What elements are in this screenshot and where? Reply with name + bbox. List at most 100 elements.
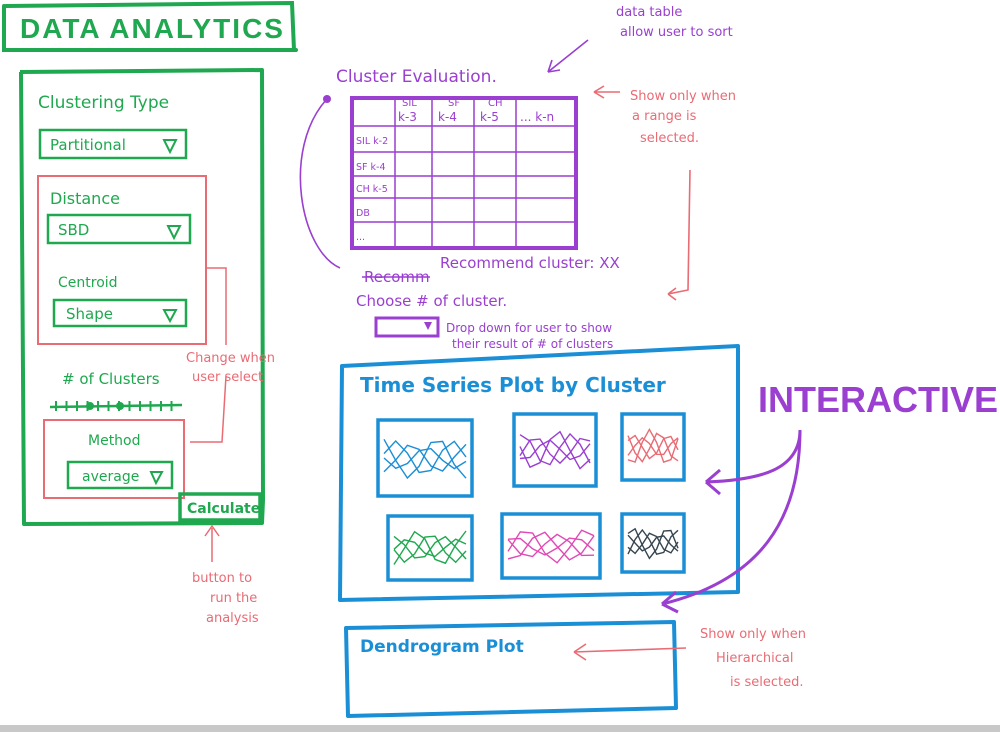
data-table-arrow: [547, 39, 589, 73]
table-col-super-label: SF: [448, 98, 460, 109]
table-col-header[interactable]: ... k-n: [520, 110, 554, 124]
centroid-value: Shape: [66, 305, 113, 323]
timeseries-title: Time Series Plot by Cluster: [360, 373, 666, 397]
slider-handle-min[interactable]: [86, 402, 94, 410]
dendrogram-title: Dendrogram Plot: [360, 637, 524, 657]
show-only-range-line-1: Show only when: [630, 89, 736, 104]
mini-plot-series: [627, 532, 679, 555]
header-frame: [2, 0, 298, 52]
mini-plot-series: [627, 527, 679, 560]
mini-plot-frame: [620, 412, 686, 482]
clustering-type-dropdown[interactable]: Partitional: [38, 128, 188, 160]
centroid-label: Centroid: [58, 275, 118, 291]
table-row-header: SF k-4: [356, 162, 386, 173]
cluster-eval-title: Cluster Evaluation.: [336, 67, 497, 87]
clustering-type-label: Clustering Type: [38, 93, 169, 113]
distance-dropdown[interactable]: SBD: [46, 213, 192, 245]
page-title: DATA ANALYTICS: [20, 13, 285, 44]
timeseries-panel: Time Series Plot by Cluster: [338, 344, 740, 602]
mini-plot-series: [627, 427, 679, 463]
mini-plot-frame: [376, 418, 474, 498]
mini-plot[interactable]: [620, 512, 686, 574]
method-label: Method: [88, 433, 141, 449]
distance-centroid-group: [37, 175, 207, 345]
mini-plot-series: [383, 447, 467, 470]
mini-plot-series: [383, 438, 467, 480]
data-table-note-line-1: data table: [616, 5, 682, 20]
change-when-line-1: Change when: [186, 351, 275, 366]
table-col-header[interactable]: k-3: [398, 110, 417, 124]
table-row-header: DB: [356, 208, 370, 219]
button-run-line-2: run the: [210, 591, 257, 606]
sidebar-panel: Clustering Type Partitional Distance SBD…: [19, 68, 265, 526]
clusters-slider[interactable]: [49, 401, 183, 411]
mini-plot[interactable]: [386, 514, 474, 582]
mini-plot-series: [507, 537, 595, 556]
method-group: [43, 419, 185, 499]
table-col-header[interactable]: k-4: [438, 110, 457, 124]
recommend-cluster-text: Recommend cluster: XX: [440, 254, 620, 272]
cluster-evaluation-section: Cluster Evaluation. SIL SF CH k-3 k-4 k-5...…: [299, 5, 736, 351]
dendrogram-frame: [344, 620, 678, 718]
chevron-down-icon: [149, 471, 164, 486]
table-col-header[interactable]: k-5: [480, 110, 499, 124]
method-dropdown[interactable]: average: [66, 460, 174, 490]
mini-plot-series: [627, 434, 679, 460]
mini-plot-series: [519, 432, 591, 466]
interactive-label: INTERACTIVE: [758, 379, 998, 420]
timeseries-frame: [338, 344, 740, 602]
show-only-range-line-3: selected.: [640, 131, 699, 146]
bottom-bar: [0, 725, 1000, 732]
distance-label: Distance: [50, 189, 120, 208]
table-col-super-label: CH: [488, 98, 503, 109]
show-only-hier-line-2: Hierarchical: [716, 651, 793, 666]
table-col-super-label: SIL: [402, 98, 417, 109]
dropdown-note-line-2: their result of # of clusters: [452, 337, 613, 351]
chevron-down-icon: [166, 225, 182, 241]
mini-plot-frame: [500, 512, 602, 580]
show-only-hier-line-1: Show only when: [700, 627, 806, 642]
sidebar-frame: [19, 68, 265, 526]
table-row-header: SIL k-2: [356, 136, 388, 147]
mini-plot-series: [627, 432, 679, 463]
mini-plot[interactable]: [376, 418, 474, 498]
range-to-dropdown-arrow: [667, 169, 691, 301]
annotation-show-only-hier: Show only when Hierarchical is selected.: [573, 627, 806, 690]
mini-plot-series: [393, 538, 467, 558]
mini-plot[interactable]: [500, 512, 602, 580]
show-only-range-line-2: a range is: [632, 109, 697, 124]
arrow-head-dot: [323, 95, 331, 103]
mini-plot[interactable]: [512, 412, 598, 488]
cluster-eval-table[interactable]: SIL SF CH k-3 k-4 k-5 ... k-n SIL k-2 SF k-4CH…: [350, 96, 578, 250]
mini-plot-series: [627, 534, 679, 552]
chevron-down-icon: [424, 322, 432, 330]
mini-plot-series: [393, 535, 467, 564]
clustering-type-value: Partitional: [50, 136, 126, 154]
interactive-arrow-timeseries: [705, 429, 802, 496]
table-row-header: CH k-5: [356, 184, 388, 195]
table-row-header: ...: [356, 232, 365, 243]
show-only-hier-arrow: [573, 643, 687, 661]
choose-cluster-dropdown[interactable]: [374, 316, 440, 338]
table-link-arrow: [299, 99, 341, 269]
calculate-label: Calculate: [187, 501, 260, 517]
mini-plot-frame: [512, 412, 598, 488]
mini-plot-series: [519, 437, 591, 465]
mini-plot-series: [507, 529, 595, 564]
button-run-line-1: button to: [192, 571, 252, 586]
clusters-label: # of Clusters: [62, 370, 160, 388]
chevron-down-icon: [162, 139, 178, 155]
dendrogram-panel: Dendrogram Plot: [344, 620, 678, 718]
annotation-button-run: button to run the analysis: [192, 524, 259, 626]
mini-plot-series: [519, 439, 591, 461]
mini-plot-series: [393, 530, 467, 565]
slider-handle-max[interactable]: [116, 402, 124, 410]
mini-plot[interactable]: [620, 412, 686, 482]
centroid-dropdown[interactable]: Shape: [52, 298, 188, 328]
calculate-button[interactable]: Calculate: [178, 492, 262, 522]
mini-plot-frame: [386, 514, 474, 582]
dropdown-note-line-1: Drop down for user to show: [446, 321, 612, 335]
mini-plot-grid: [376, 412, 686, 582]
annotation-change-when: Change when user select: [186, 267, 275, 443]
